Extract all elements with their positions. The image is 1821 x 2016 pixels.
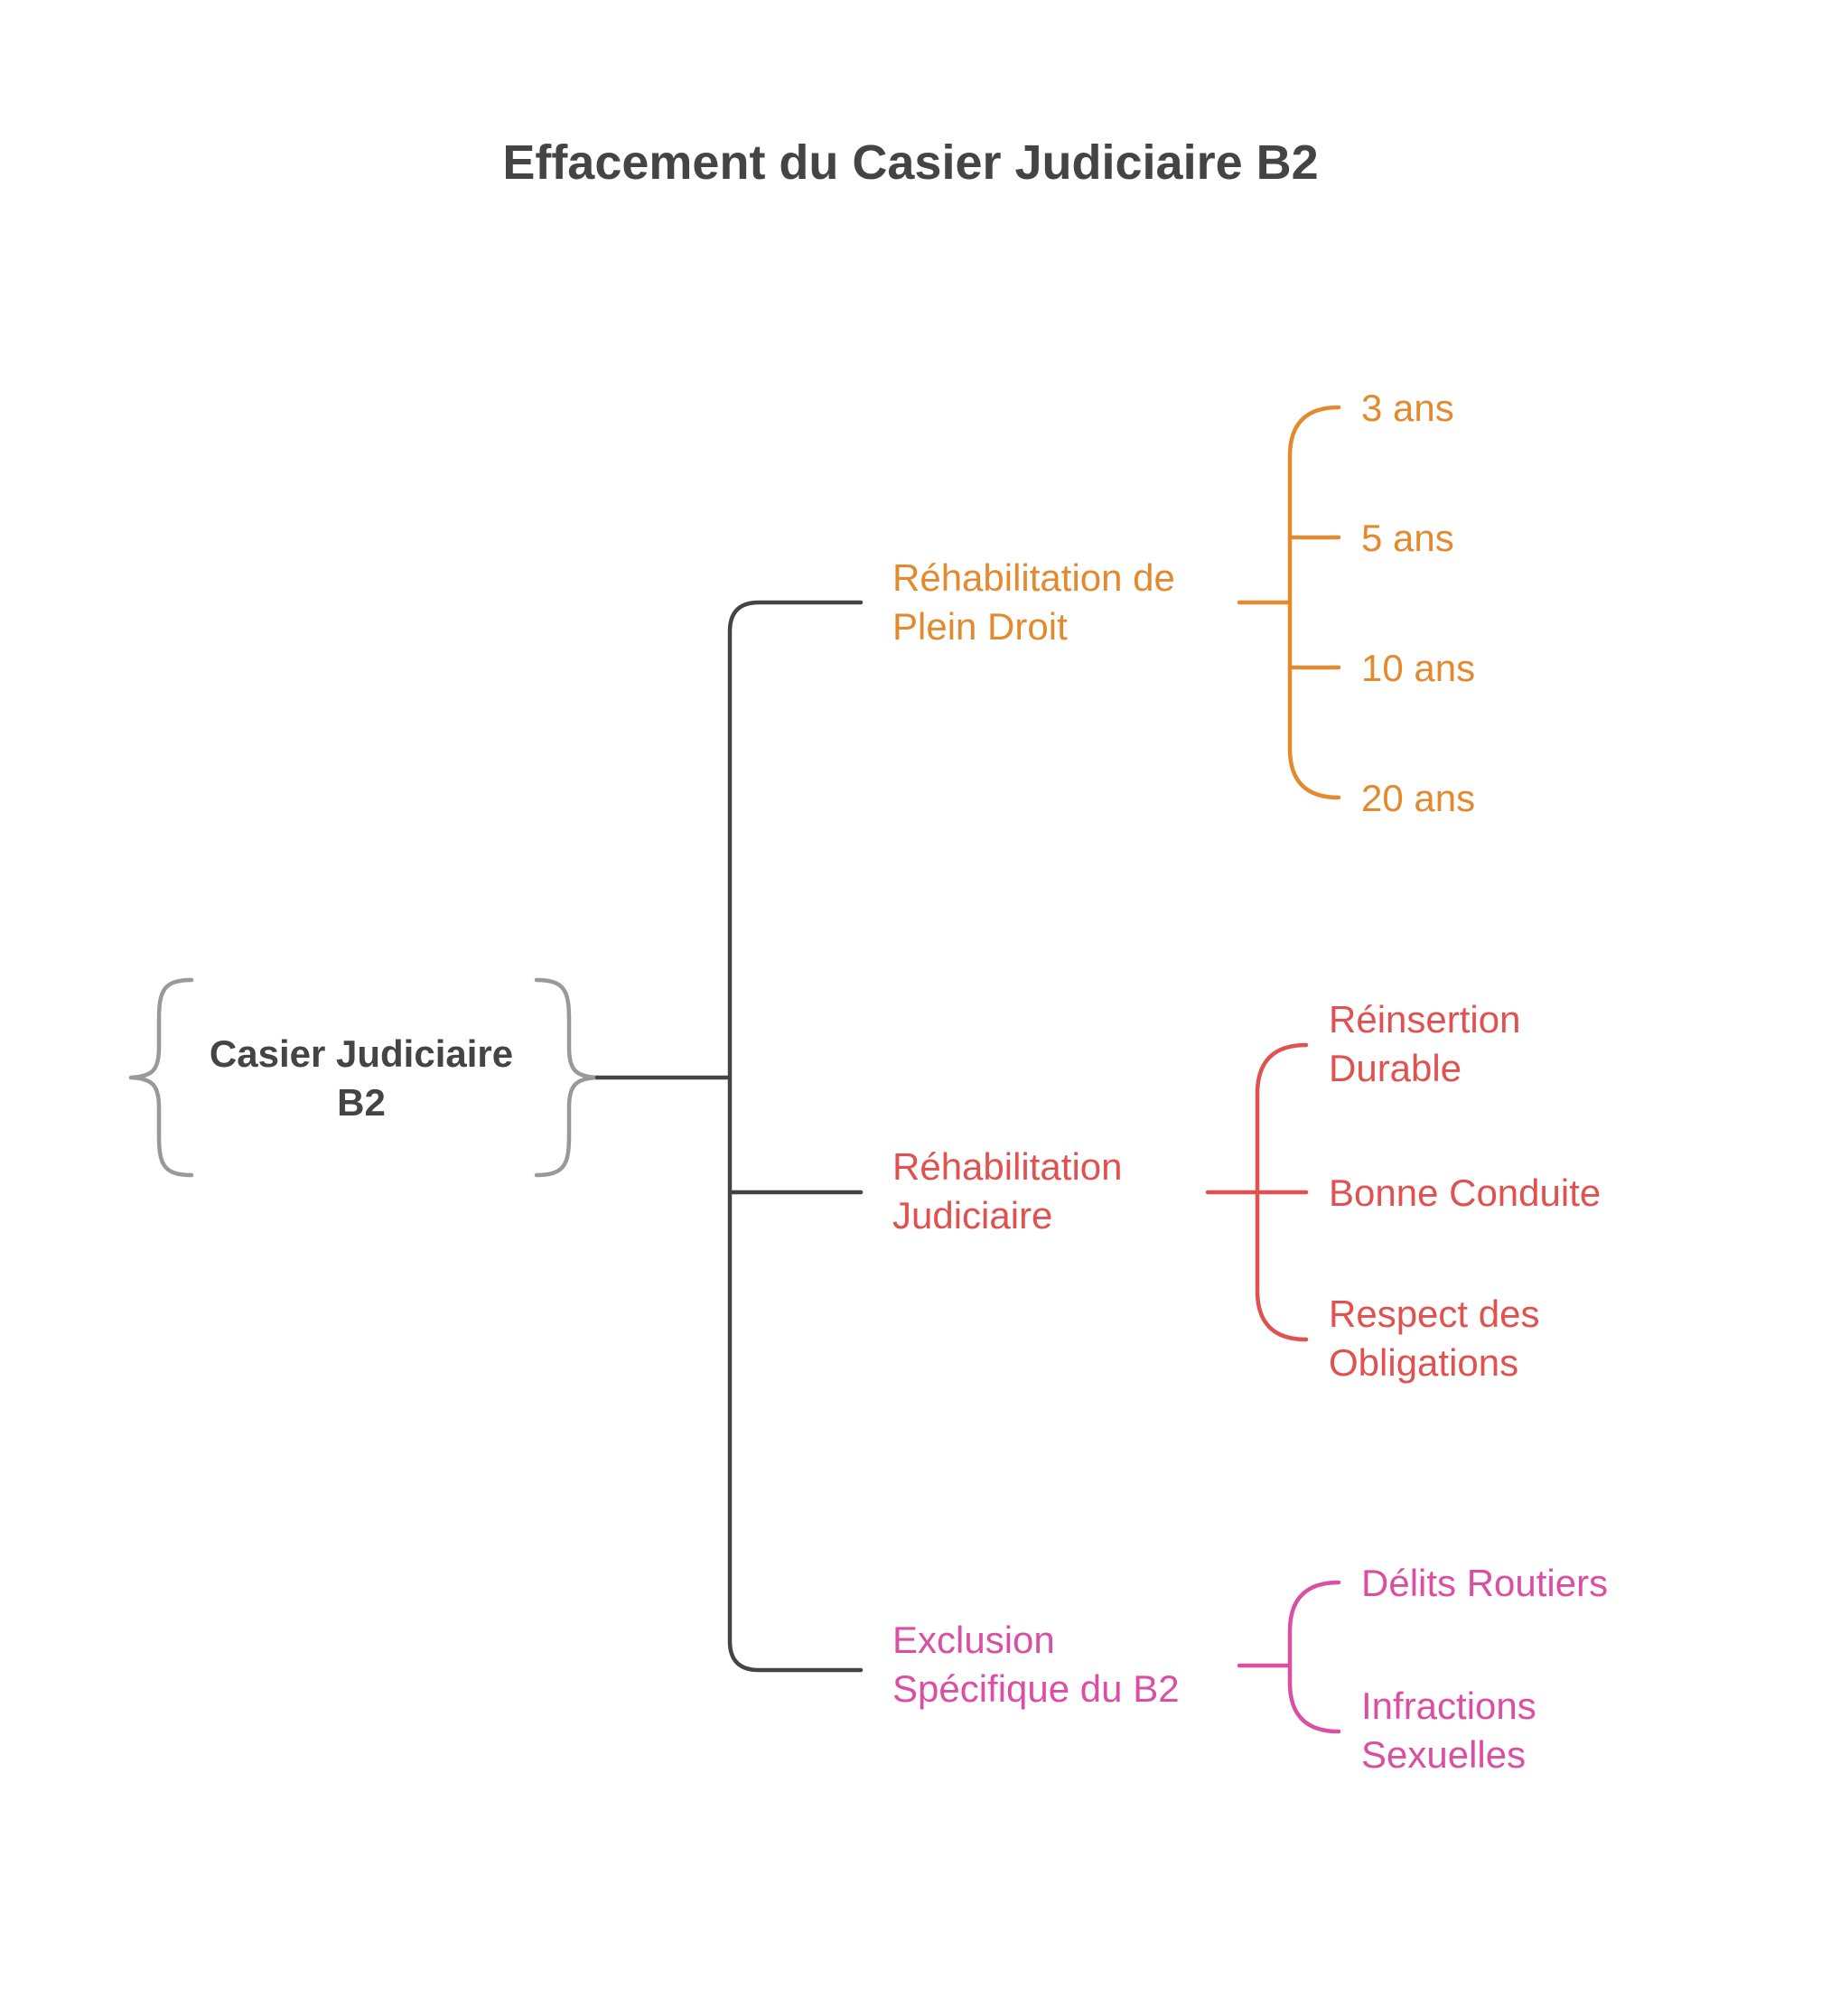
branch-judiciaire-label-line-2: Judiciaire	[892, 1194, 1052, 1237]
child-10-ans: 10 ans	[1361, 647, 1475, 689]
branch-plein-droit: Réhabilitation de Plein Droit 3 ans 5 an…	[892, 387, 1475, 819]
child-5-ans: 5 ans	[1361, 517, 1454, 559]
branch-judiciaire: Réhabilitation Judiciaire Réinsertion Du…	[892, 998, 1601, 1384]
branch-exclusion-connector	[1237, 1580, 1341, 1734]
root-label-line-2: B2	[337, 1081, 386, 1124]
child-3-ans: 3 ans	[1361, 387, 1454, 429]
child-reinsertion-durable-line-2: Durable	[1329, 1047, 1461, 1089]
child-respect-obligations-line-2: Obligations	[1329, 1341, 1518, 1384]
child-bonne-conduite: Bonne Conduite	[1329, 1171, 1601, 1214]
diagram-title: Effacement du Casier Judiciaire B2	[502, 135, 1318, 190]
child-respect-obligations-line-1: Respect des	[1329, 1293, 1539, 1335]
branch-plein-droit-label-line-1: Réhabilitation de	[892, 556, 1175, 599]
branch-judiciaire-label-line-1: Réhabilitation	[892, 1145, 1123, 1188]
root-left-brace	[128, 977, 194, 1178]
branch-plein-droit-label-line-2: Plein Droit	[892, 605, 1068, 648]
branch-exclusion: Exclusion Spécifique du B2 Délits Routie…	[892, 1562, 1608, 1776]
child-delits-routiers: Délits Routiers	[1361, 1562, 1608, 1604]
root-trunk-connector	[594, 600, 864, 1673]
child-infractions-sexuelles-line-1: Infractions	[1361, 1685, 1536, 1727]
root-node: Casier Judiciaire B2	[128, 977, 600, 1178]
child-reinsertion-durable-line-1: Réinsertion	[1329, 998, 1520, 1041]
root-label-line-1: Casier Judiciaire	[210, 1032, 513, 1075]
child-infractions-sexuelles-line-2: Sexuelles	[1361, 1733, 1526, 1776]
branch-exclusion-label-line-1: Exclusion	[892, 1619, 1055, 1661]
root-right-brace	[534, 977, 600, 1178]
branch-exclusion-label-line-2: Spécifique du B2	[892, 1667, 1180, 1710]
child-20-ans: 20 ans	[1361, 777, 1475, 819]
branch-judiciaire-connector	[1205, 1042, 1309, 1342]
branch-plein-droit-connector	[1237, 405, 1341, 800]
